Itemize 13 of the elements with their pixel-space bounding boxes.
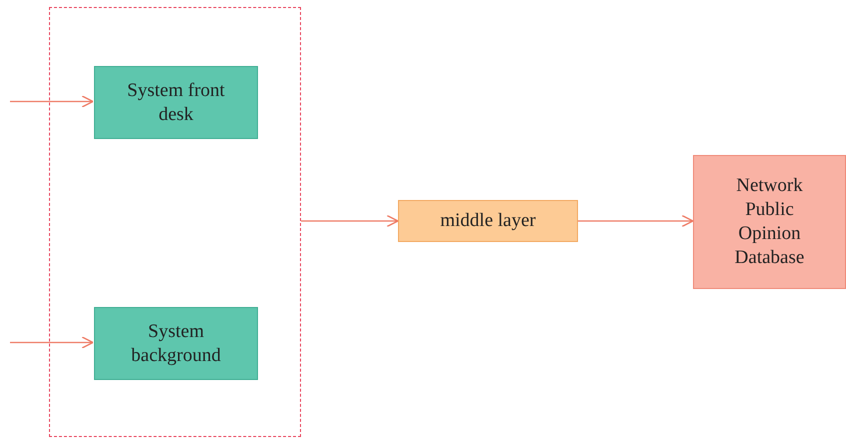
arrow: [10, 336, 94, 349]
process-box: [94, 66, 258, 139]
box-label: System front desk: [126, 78, 226, 126]
dashed-group-frame: [49, 7, 301, 437]
process-box: [94, 307, 258, 380]
arrow: [578, 214, 694, 228]
box-label: Network Public Opinion Database: [734, 174, 806, 270]
process-box: [398, 200, 578, 242]
arrow: [10, 95, 94, 108]
arrow: [301, 214, 399, 228]
database-box: [693, 155, 846, 289]
box-label: middle layer: [440, 209, 536, 233]
box-label: System background: [130, 320, 222, 368]
